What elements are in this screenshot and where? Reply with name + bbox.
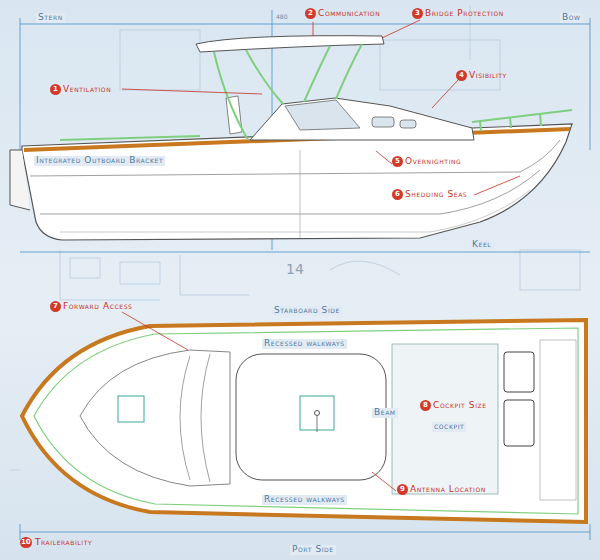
view-label: Bow <box>560 13 583 23</box>
dimension-label: Beam <box>372 408 398 418</box>
dimension-number: 14 <box>286 262 304 277</box>
callout-number: 10 <box>20 537 32 548</box>
callout-number: 8 <box>420 400 431 411</box>
callout-label: Visibility <box>469 71 507 81</box>
callout-label: Bridge Protection <box>425 9 504 19</box>
callout-number: 3 <box>412 8 423 19</box>
callout-number: 9 <box>397 484 408 495</box>
callout-label: Communication <box>318 9 380 19</box>
callout-number: 1 <box>50 84 61 95</box>
callout-label: Cockpit Size <box>433 401 487 411</box>
callout-label: Shedding Seas <box>405 190 467 200</box>
callout-label: Antenna Location <box>410 485 486 495</box>
callout-number: 2 <box>305 8 316 19</box>
dimension-label: Recessed walkways <box>262 495 347 505</box>
view-label: Port Side <box>290 545 336 555</box>
view-label: Starboard Side <box>272 306 342 316</box>
dimension-number: 480 <box>276 14 287 21</box>
callout-number: 7 <box>50 301 61 312</box>
callout-label: Ventilation <box>63 85 111 95</box>
part-label: Keel <box>470 240 493 250</box>
dimension-label: Recessed walkways <box>262 339 347 349</box>
callout-label: Forward Access <box>63 302 133 312</box>
callout-number: 5 <box>392 156 403 167</box>
callout-number: 4 <box>456 70 467 81</box>
callout-label: Trailerability <box>35 538 92 548</box>
callout-number: 6 <box>392 189 403 200</box>
view-label: Stern <box>36 13 65 23</box>
callout-label: Overnighting <box>405 157 461 167</box>
part-label: Integrated Outboard Bracket <box>34 156 165 166</box>
dimension-label: cockpit <box>432 422 466 432</box>
